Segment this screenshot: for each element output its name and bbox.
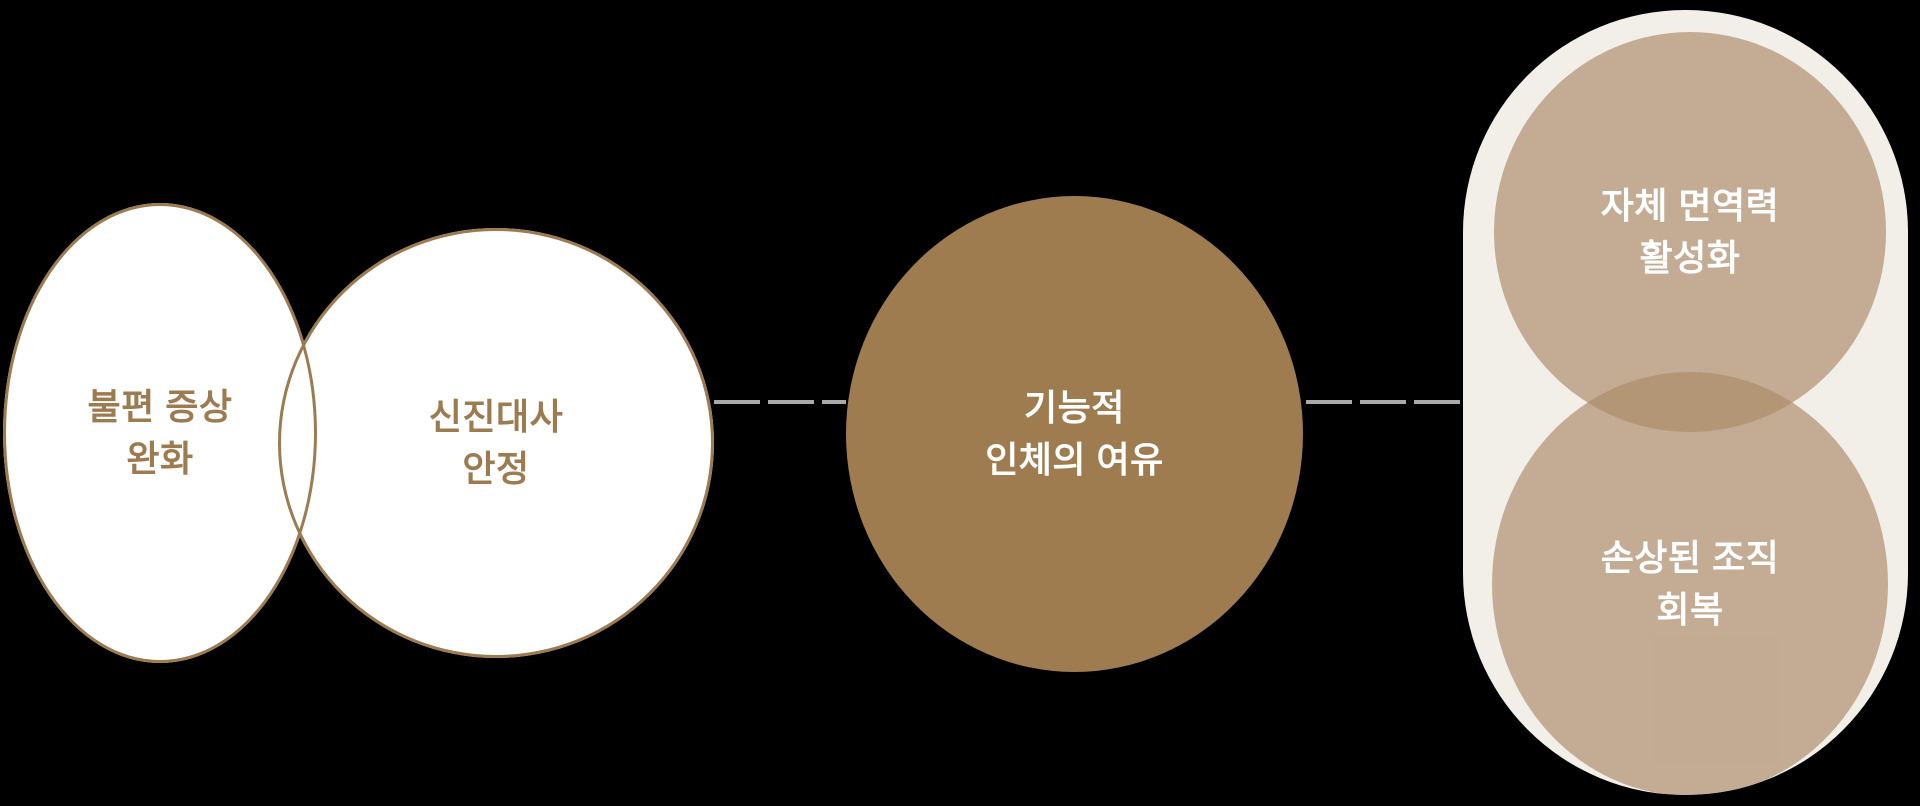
metabolism-stability-circle-outline bbox=[278, 228, 714, 658]
symptom-relief-circle-outline bbox=[3, 203, 317, 663]
dashed-connector-2 bbox=[1306, 400, 1463, 404]
dashed-connector-1 bbox=[714, 400, 846, 404]
immunity-activation-circle bbox=[1494, 32, 1886, 432]
tissue-recovery-circle bbox=[1492, 372, 1888, 795]
functional-reserve-circle bbox=[846, 196, 1303, 672]
result-group-container: 자체 면역력 활성화 손상된 조직 회복 bbox=[1463, 10, 1908, 795]
